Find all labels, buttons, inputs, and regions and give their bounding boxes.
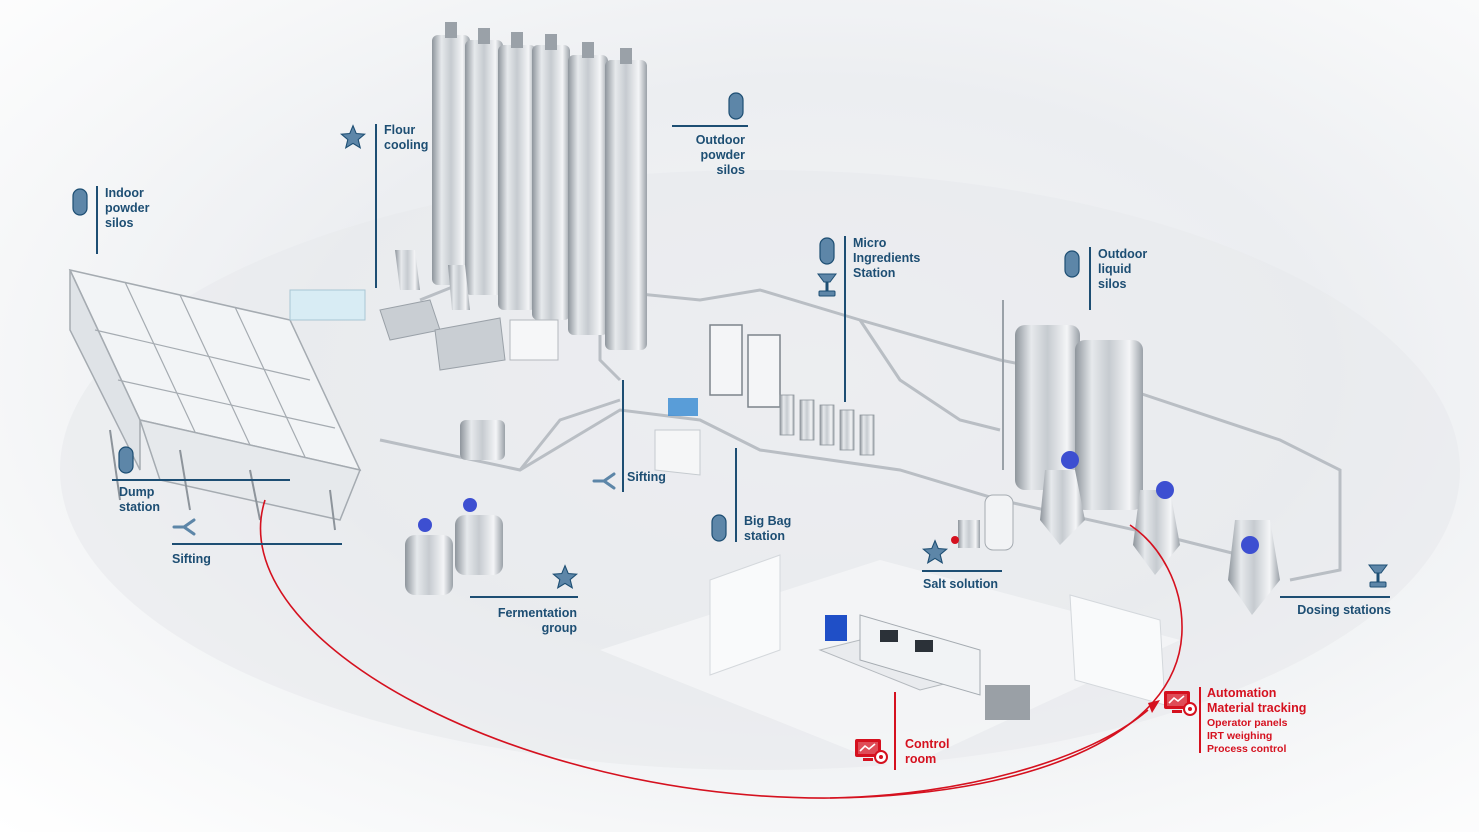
leader-line (1199, 687, 1201, 753)
control-panel-icon (1164, 691, 1197, 716)
star-icon (552, 564, 578, 589)
leader-line (894, 692, 896, 770)
leader-line (622, 380, 624, 492)
silo-icon (72, 188, 88, 216)
automation-arc-end (829, 709, 1149, 799)
leader-line (672, 125, 748, 127)
indoor-silo-boxes (68, 268, 362, 531)
salt-solution-tank (951, 494, 1014, 551)
big-bag-station-label: Big Bag station (744, 514, 792, 543)
fermentation-group-label: Fermentation group (497, 606, 577, 635)
scale-icon (1368, 564, 1388, 588)
control-room-scene (600, 554, 1180, 770)
automation-item: Process control (1207, 743, 1287, 755)
micro-ingredients-station-label: Micro Ingredients Station (853, 236, 921, 280)
star-icon (922, 539, 948, 564)
leader-line (735, 448, 737, 542)
leader-line (375, 124, 377, 288)
silo-icon (1064, 250, 1080, 278)
silo-icon (728, 92, 744, 120)
big-bag-frames (654, 324, 781, 476)
star-icon (340, 124, 366, 149)
sifting-center-label: Sifting (627, 470, 666, 484)
arc-arrowhead (1148, 700, 1160, 713)
outdoor-powder-silos-label: Outdoor powder silos (695, 133, 745, 177)
fermentation-tanks (405, 420, 505, 595)
indoor-powder-silos-label: Indoor powder silos (105, 186, 150, 230)
automation-item: IRT weighing (1207, 730, 1273, 742)
leader-line (112, 479, 290, 481)
silo-icon (118, 446, 134, 474)
sifting-icon (172, 518, 196, 536)
automation-item: Operator panels (1207, 717, 1288, 729)
outdoor-liquid-silo-tanks (1002, 300, 1143, 510)
sifting-left-label: Sifting (172, 552, 211, 566)
control-panel-icon (855, 739, 888, 764)
dosing-station-units (1040, 451, 1280, 615)
leader-line (172, 543, 342, 545)
leader-line (844, 236, 846, 402)
automation-items: Operator panels IRT weighing Process con… (1207, 717, 1288, 756)
flour-cooling-label: Flour cooling (384, 123, 429, 152)
silo-icon (819, 237, 835, 265)
outdoor-powder-silo-tanks (432, 22, 647, 350)
leader-line (1280, 596, 1390, 598)
leader-line (470, 596, 578, 598)
dosing-stations-label: Dosing stations (1297, 603, 1391, 617)
leader-line (96, 186, 98, 254)
leader-line (922, 570, 1002, 572)
flour-cooling-units (289, 250, 559, 371)
control-room-label: Control room (905, 737, 950, 766)
dump-station-label: Dump station (119, 485, 160, 514)
automation-label: Automation Material tracking (1207, 686, 1307, 715)
leader-line (1089, 247, 1091, 310)
micro-ingredient-units (779, 394, 875, 456)
sifting-icon (592, 472, 616, 490)
outdoor-liquid-silos-label: Outdoor liquid silos (1098, 247, 1148, 291)
salt-solution-label: Salt solution (923, 577, 998, 591)
scale-icon (817, 273, 837, 297)
silo-icon (711, 514, 727, 542)
